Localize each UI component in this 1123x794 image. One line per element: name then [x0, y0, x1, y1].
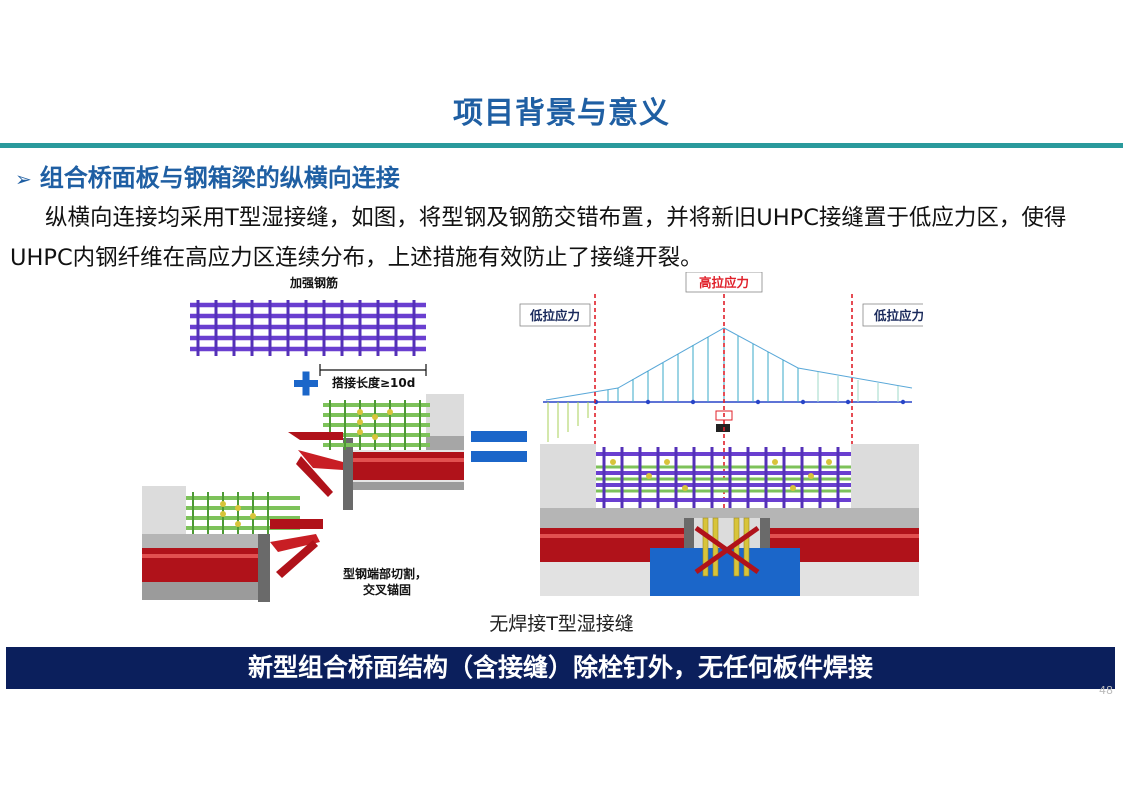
lap-length-dimension — [319, 364, 427, 376]
low-stress-right-label: 低拉应力 — [873, 308, 923, 323]
conclusion-banner: 新型组合桥面结构（含接缝）除栓钉外，无任何板件焊接 — [6, 647, 1115, 689]
steel-end-label: 型钢端部切割， — [343, 566, 427, 581]
stress-distribution-diagram — [543, 327, 913, 442]
rebar-label: 加强钢筋 — [289, 275, 338, 290]
plus-icon — [294, 371, 318, 396]
page-number: 48 — [1099, 684, 1113, 697]
slide-title: 项目背景与意义 — [453, 96, 670, 131]
title-divider — [0, 143, 1123, 148]
body-paragraph: 纵横向连接均采用T型湿接缝，如图，将型钢及钢筋交错布置，并将新旧UHPC接缝置于… — [10, 205, 1067, 271]
high-stress-label: 高拉应力 — [699, 275, 749, 290]
equals-icon — [471, 431, 527, 462]
right-deck-part — [288, 394, 464, 510]
left-deck-part — [142, 486, 323, 602]
low-stress-left-tag: 低拉应力 — [519, 303, 591, 327]
cross-anchor-label: 交叉锚固 — [363, 582, 411, 597]
t-joint-figure: 加强钢筋 搭接长度≥10d — [142, 272, 923, 602]
section-heading: ➢ 组合桥面板与钢箱梁的纵横向连接 — [15, 158, 400, 193]
arrow-bullet-icon: ➢ — [15, 167, 32, 191]
assembled-joint — [540, 294, 919, 596]
figure-caption: 无焊接T型湿接缝 — [489, 613, 634, 635]
low-stress-left-label: 低拉应力 — [529, 308, 580, 323]
high-stress-tag: 高拉应力 — [685, 272, 763, 293]
reinforcing-mesh — [190, 300, 426, 356]
section-heading-text: 组合桥面板与钢箱梁的纵横向连接 — [39, 164, 400, 192]
lap-length-label: 搭接长度≥10d — [332, 375, 415, 390]
low-stress-right-tag: 低拉应力 — [862, 303, 923, 327]
